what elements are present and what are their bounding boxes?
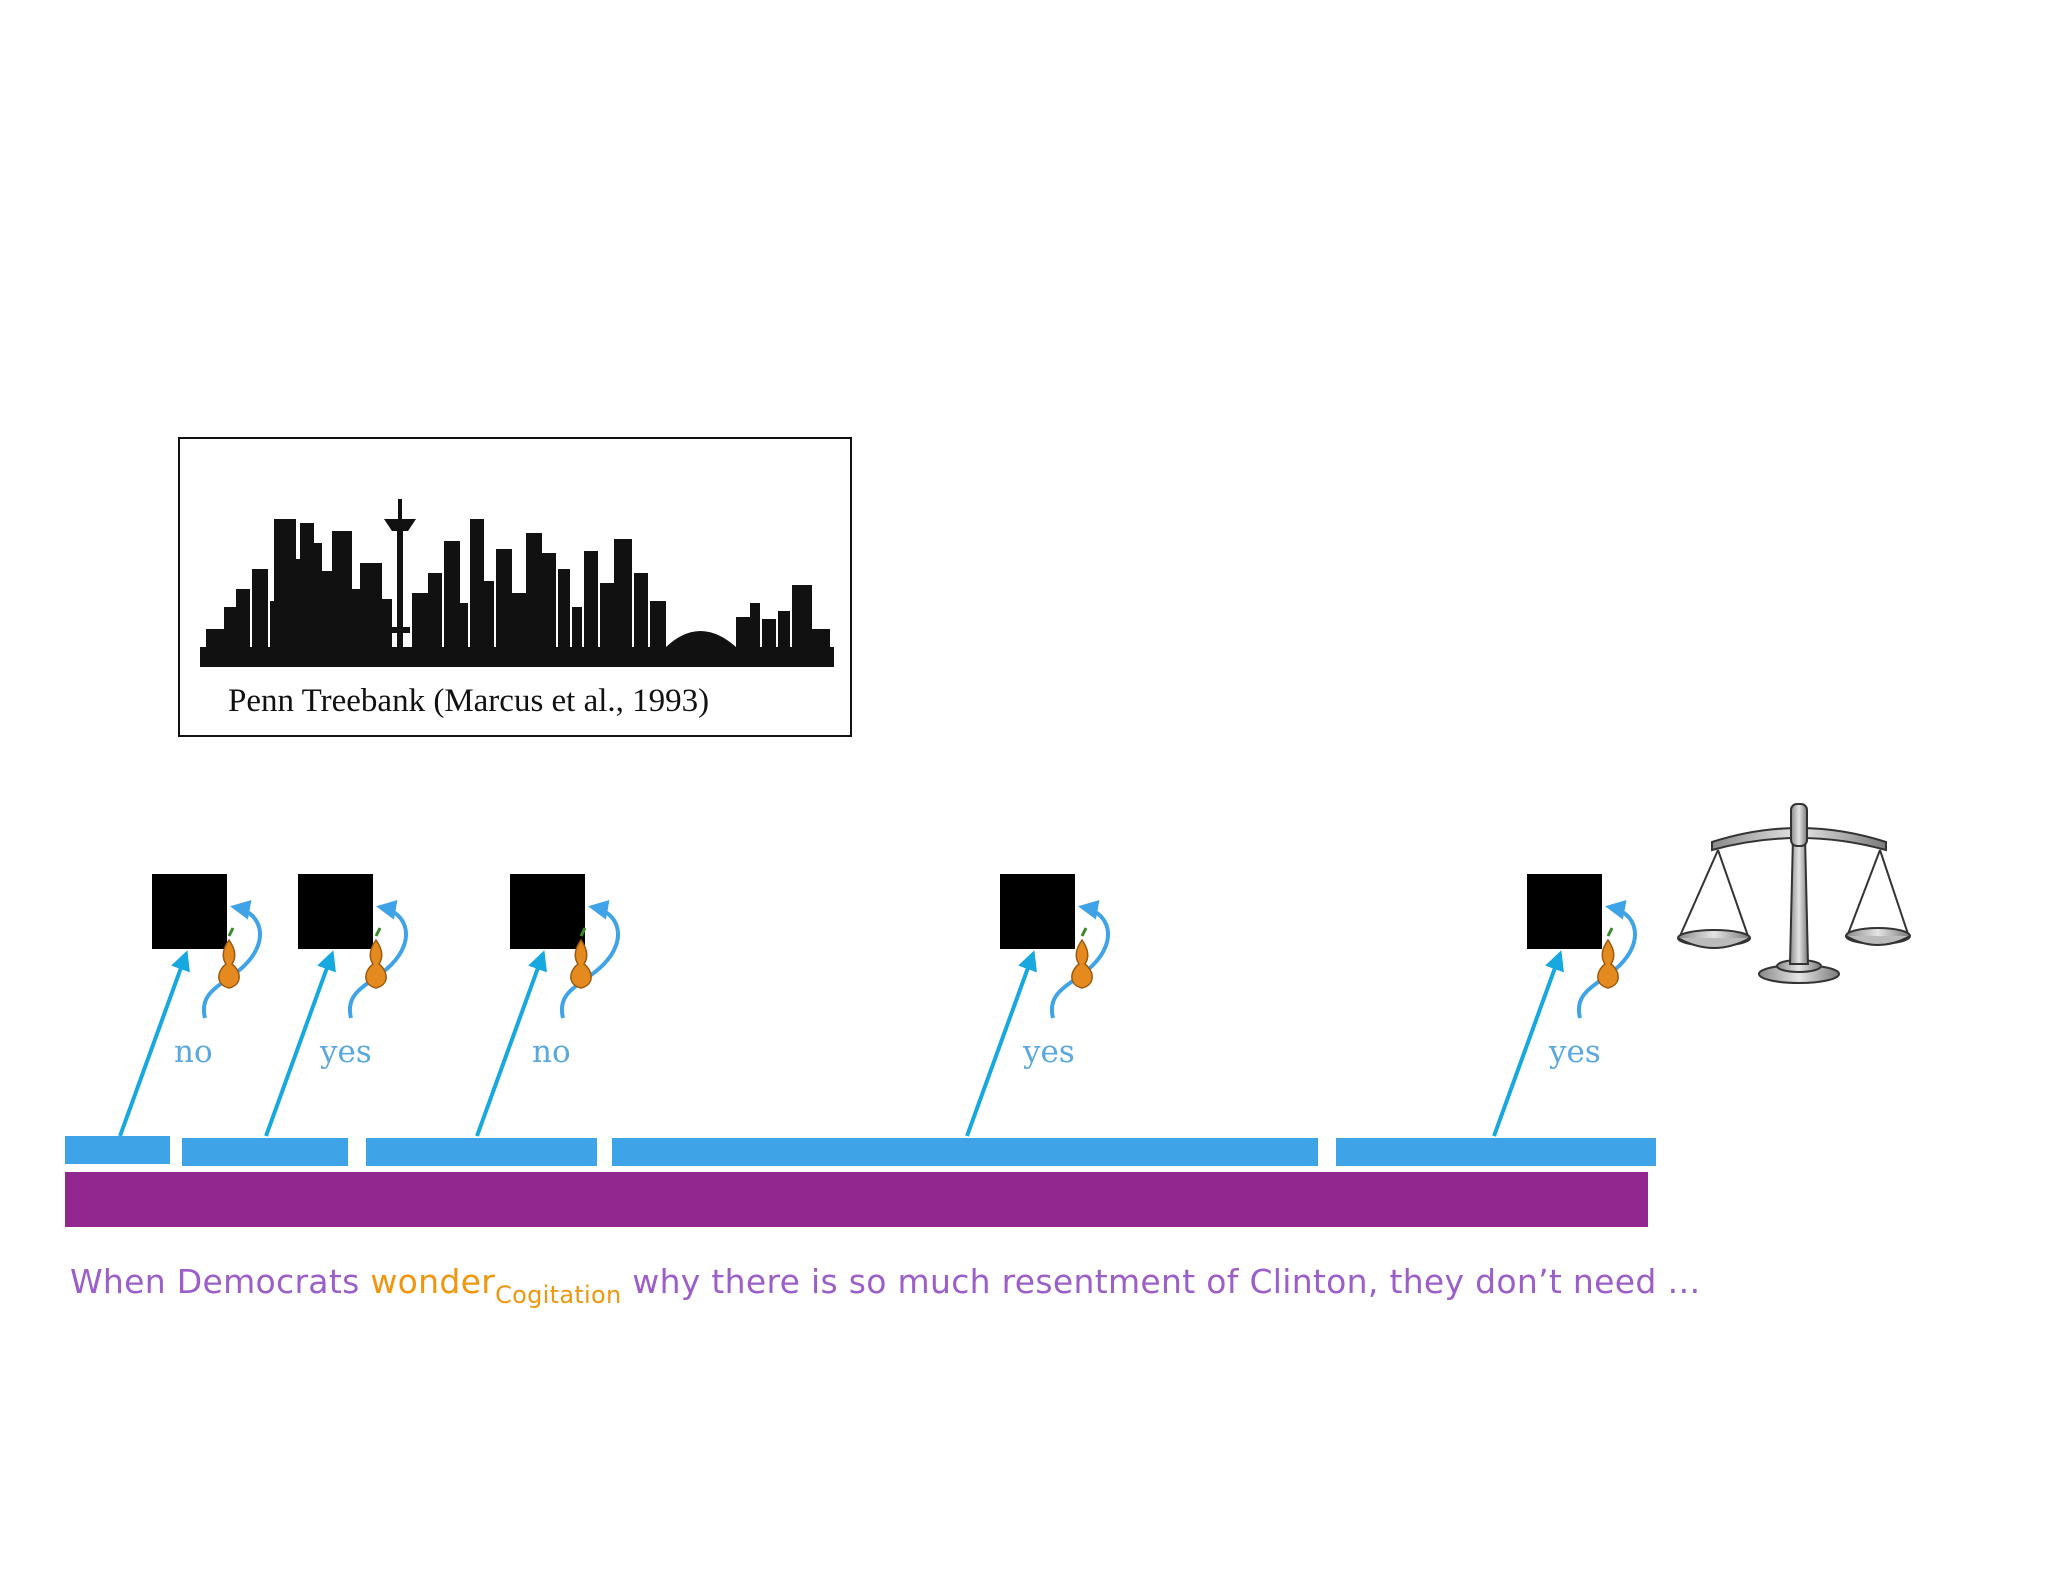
decision-2 — [264, 899, 408, 1137]
curl-arrow — [347, 899, 408, 1019]
curl-arrow — [1576, 899, 1637, 1019]
curl-arrow — [1049, 899, 1110, 1019]
squash-icon — [218, 927, 240, 989]
decision-label: yes — [320, 1034, 372, 1070]
curl-arrow — [201, 899, 262, 1019]
up-arrow — [118, 950, 190, 1137]
segment-bar — [65, 1136, 170, 1164]
decision-1 — [118, 899, 262, 1137]
city-skyline-icon — [200, 499, 834, 667]
curl-arrow — [559, 899, 620, 1019]
decision-label: no — [174, 1034, 213, 1070]
sentence-before: When Democrats — [70, 1262, 371, 1301]
balance-scale-icon — [1677, 803, 1911, 984]
segment-bar — [366, 1138, 597, 1166]
black-box-icon — [1527, 874, 1602, 949]
target-word: wonder — [370, 1262, 496, 1301]
decision-4 — [965, 899, 1110, 1137]
sentence-after: why there is so much resentment of Clint… — [621, 1262, 1701, 1301]
squash-icon — [1597, 927, 1619, 989]
decision-label: yes — [1023, 1034, 1075, 1070]
segment-bar — [612, 1138, 1318, 1166]
up-arrow — [965, 950, 1037, 1137]
black-box-icon — [510, 874, 585, 949]
up-arrow — [264, 950, 336, 1137]
decision-3 — [475, 899, 620, 1137]
decision-label: yes — [1549, 1034, 1601, 1070]
example-sentence: When Democrats wonderCogitation why ther… — [70, 1262, 1701, 1309]
segment-bar — [1336, 1138, 1656, 1166]
penn-treebank-box: Penn Treebank (Marcus et al., 1993) — [178, 437, 852, 737]
black-box-icon — [298, 874, 373, 949]
squash-icon — [570, 927, 592, 989]
decision-label: no — [532, 1034, 571, 1070]
up-arrow — [475, 950, 547, 1137]
sentence-bar — [65, 1172, 1648, 1227]
decision-5 — [1492, 899, 1637, 1137]
up-arrow — [1492, 950, 1564, 1137]
squash-icon — [365, 927, 387, 989]
frame-label: Cogitation — [495, 1281, 622, 1309]
black-box-icon — [1000, 874, 1075, 949]
segment-bar — [182, 1138, 348, 1166]
black-box-icon — [152, 874, 227, 949]
squash-icon — [1071, 927, 1093, 989]
corpus-caption: Penn Treebank (Marcus et al., 1993) — [228, 683, 710, 719]
